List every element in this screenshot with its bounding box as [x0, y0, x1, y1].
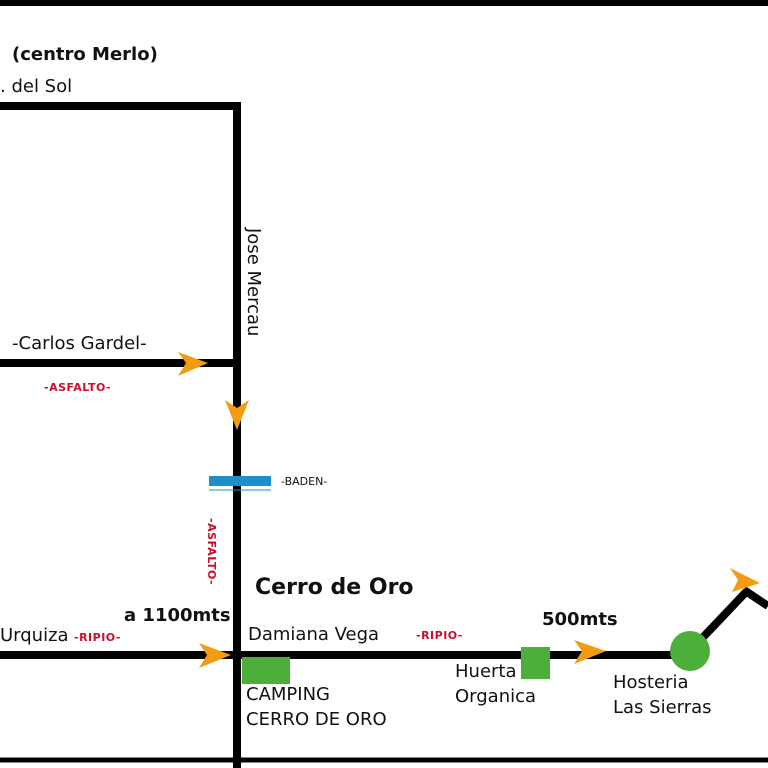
asfalto-horizontal-label: -ASFALTO- — [44, 381, 112, 394]
jose-mercau-label: Jose Mercau — [243, 228, 264, 337]
arrow-jose-mercau-down-icon — [225, 400, 249, 430]
baden-marker — [209, 476, 271, 486]
del-sol-label: . del Sol — [0, 76, 73, 97]
centro-merlo-label: (centro Merlo) — [12, 44, 158, 65]
hosteria-label-line2: Las Sierras — [613, 697, 712, 718]
distance-1100mts: a 1100mts — [124, 605, 231, 626]
hosteria-label-line1: Hosteria — [613, 672, 689, 693]
carlos-gardel-label: -Carlos Gardel- — [12, 333, 147, 354]
arrow-sierras-icon — [730, 568, 760, 592]
huerta-marker — [521, 647, 550, 679]
baden-label: -BADEN- — [281, 475, 328, 488]
arrow-damiana-vega-icon — [574, 640, 606, 664]
cerro-de-oro-title: Cerro de Oro — [255, 575, 414, 600]
huerta-label-line1: Huerta — [455, 661, 517, 682]
camping-label-line2: CERRO DE ORO — [246, 709, 387, 730]
hosteria-marker — [670, 631, 710, 671]
huerta-label-line2: Organica — [455, 686, 537, 707]
ripio-left-label: -RIPIO- — [74, 631, 121, 644]
road-beyond-sierras — [741, 586, 768, 610]
camping-label-line1: CAMPING — [246, 684, 330, 705]
damiana-vega-label: Damiana Vega — [248, 624, 380, 645]
camping-marker — [242, 657, 290, 684]
asfalto-vertical-label: -ASFALTO- — [205, 518, 218, 586]
distance-500mts: 500mts — [542, 609, 618, 630]
urquiza-label: Urquiza — [0, 625, 69, 646]
arrow-carlos-gardel-icon — [178, 352, 208, 376]
arrow-urquiza-icon — [199, 643, 231, 668]
ripio-right-label: -RIPIO- — [416, 629, 463, 642]
